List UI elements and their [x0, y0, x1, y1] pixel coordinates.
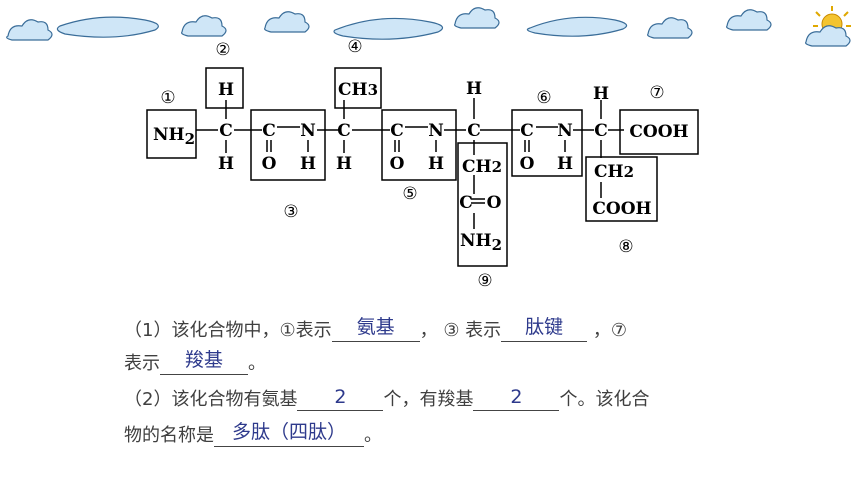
answer-text: 2 [510, 386, 523, 408]
atom-c: C [594, 121, 608, 141]
question-text: ， ③ 表示 [419, 320, 502, 341]
atom-c: C [262, 121, 276, 141]
question-2-line-1: （2）该化合物有氨基 2 个，有羧基 2 个。该化合 [124, 385, 649, 411]
question-text: 物的名称是 [124, 425, 214, 446]
box-r2-ch3 [334, 67, 382, 109]
label-4: ④ [347, 37, 362, 57]
cloud-icon [454, 7, 500, 29]
atom-h: H [218, 80, 234, 100]
atom-h: H [218, 154, 234, 174]
answer-blank: 2 [297, 386, 384, 411]
cloud-icon [726, 9, 772, 31]
tetrapeptide-structure: NH2 H C H C N O H CH3 C H C N O H H C CH… [146, 37, 699, 291]
answer-blank: 多肽（四肽） [214, 421, 364, 447]
cloud-icon [264, 11, 310, 33]
box-nh2 [146, 109, 197, 159]
cloud-banner [6, 6, 851, 47]
atom-c: C [219, 121, 233, 141]
answer-text: 肽键 [525, 316, 564, 338]
atom-n: N [428, 121, 444, 141]
nh2-side-group: NH2 [460, 231, 502, 254]
ch2-group: CH2 [594, 162, 634, 182]
question-text: 。 [364, 425, 382, 446]
answer-text: 氨基 [356, 316, 395, 338]
label-7: ⑦ [649, 83, 664, 103]
cooh-group: COOH [592, 199, 651, 219]
question-2-line-2: 物的名称是多肽（四肽） 。 [124, 421, 382, 447]
question-1-line-2: 表示 羧基 。 [124, 349, 266, 375]
atom-h: H [336, 154, 352, 174]
atom-c: C [390, 121, 404, 141]
label-3: ③ [283, 202, 298, 222]
atom-o: O [390, 154, 405, 174]
sun-icon [805, 6, 851, 47]
answer-blank: 羧基 [160, 349, 248, 375]
cloud-streak-icon [56, 16, 159, 38]
cloud-streak-icon [333, 17, 444, 40]
atom-c: C [520, 121, 534, 141]
cloud-icon [6, 19, 53, 41]
atom-h: H [593, 84, 609, 104]
label-9: ⑨ [477, 271, 492, 291]
atom-c: C [337, 121, 351, 141]
cloud-streak-icon [526, 16, 628, 37]
atom-c: C [467, 121, 481, 141]
ch3-group: CH3 [338, 80, 378, 100]
question-text: （1）该化合物中，①表示 [124, 320, 332, 341]
atom-o: O [520, 154, 535, 174]
answer-blank: 氨基 [331, 316, 420, 342]
question-text: 个，有羧基 [383, 389, 474, 410]
answer-blank: 肽键 [501, 316, 588, 342]
answer-text: 多肽（四肽） [231, 421, 346, 443]
box-peptide-1 [250, 109, 326, 181]
box-r4-side [585, 156, 658, 222]
cooh-group: COOH [629, 122, 688, 142]
question-text: （2）该化合物有氨基 [124, 389, 298, 410]
box-r3-side [457, 142, 508, 267]
answer-text: 2 [334, 386, 347, 408]
box-peptide-2 [381, 109, 457, 181]
question-text: ，⑦ [587, 320, 628, 341]
atom-o: O [487, 193, 502, 213]
question-text: 。 [248, 353, 266, 374]
atom-n: N [557, 121, 573, 141]
label-1: ① [160, 88, 175, 108]
cloud-icon [647, 17, 693, 39]
box-peptide-3 [511, 109, 583, 177]
ch2-group: CH2 [462, 157, 502, 177]
question-text: 表示 [124, 353, 160, 374]
box-cooh [619, 109, 699, 155]
atom-c: C [459, 193, 473, 213]
question-1-line-1: （1）该化合物中，①表示 氨基 ， ③ 表示 肽键 ，⑦ [124, 316, 627, 342]
label-8: ⑧ [618, 237, 633, 257]
atom-h: H [300, 154, 316, 174]
question-text: 个。该化合 [559, 389, 650, 410]
atom-h: H [557, 154, 573, 174]
box-r1-h [205, 67, 244, 109]
label-6: ⑥ [536, 88, 551, 108]
atom-n: N [300, 121, 316, 141]
cloud-icon [181, 15, 227, 37]
label-2: ② [215, 40, 230, 60]
atom-h: H [466, 79, 482, 99]
answer-blank: 2 [473, 386, 560, 411]
answer-text: 羧基 [184, 349, 223, 371]
atom-o: O [262, 154, 277, 174]
nh2-group: NH2 [153, 125, 195, 148]
atom-h: H [428, 154, 444, 174]
label-5: ⑤ [402, 184, 417, 204]
